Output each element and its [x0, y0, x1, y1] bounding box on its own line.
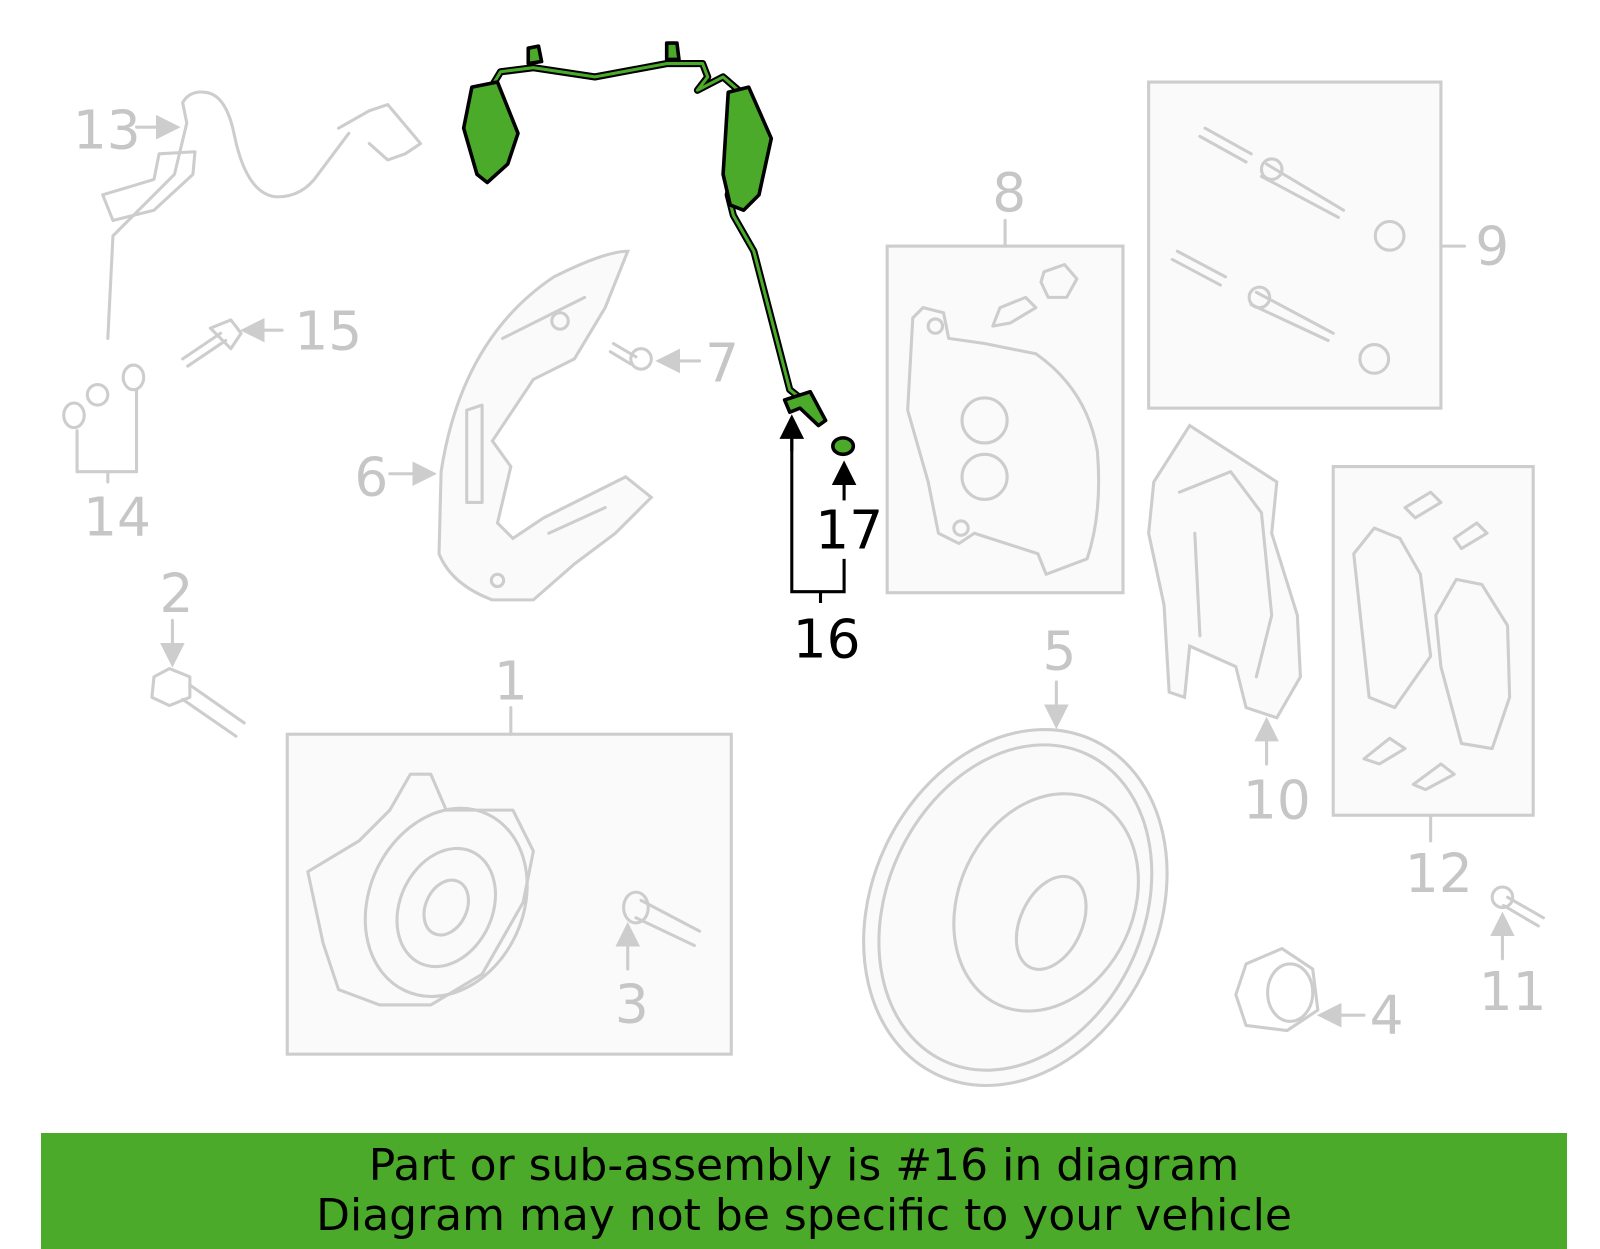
part-15-bolt[interactable] [181, 317, 284, 368]
callout-13: 13 [73, 100, 141, 162]
callout-11: 11 [1479, 961, 1547, 1023]
part-14-washers[interactable] [62, 363, 146, 484]
part-4-hub-nut[interactable] [1234, 947, 1366, 1033]
part-12-brake-pads[interactable] [1331, 465, 1535, 843]
part-3-wheel-stud[interactable] [615, 890, 702, 971]
callout-16: 16 [793, 608, 861, 670]
callout-4: 4 [1370, 985, 1404, 1047]
callout-2: 2 [160, 563, 194, 625]
part-5-brake-rotor[interactable] [807, 680, 1223, 1136]
banner-line-1: Part or sub-assembly is #16 in diagram [368, 1140, 1240, 1191]
callout-15: 15 [294, 301, 362, 363]
part-7-bolt[interactable] [608, 341, 702, 374]
info-banner: Part or sub-assembly is #16 in diagram D… [41, 1133, 1567, 1249]
callout-7: 7 [705, 332, 739, 394]
part-13-brake-hose[interactable] [101, 90, 423, 340]
callout-5: 5 [1042, 621, 1076, 683]
part-2-bolt[interactable] [150, 618, 246, 738]
callout-12: 12 [1405, 843, 1473, 905]
part-11-bolt[interactable] [1490, 885, 1545, 961]
part-10-caliper-bracket[interactable] [1147, 423, 1302, 766]
callout-3: 3 [615, 973, 649, 1035]
callout-8: 8 [992, 162, 1026, 224]
callout-6: 6 [354, 446, 388, 508]
part-16-abs-sensor-harness[interactable] [461, 41, 828, 428]
callout-9: 9 [1475, 216, 1509, 278]
callout-17: 17 [815, 500, 883, 562]
callout-14: 14 [83, 486, 151, 548]
callout-10: 10 [1243, 769, 1311, 831]
part-9-guide-pin-kit[interactable] [1147, 80, 1467, 410]
callout-1: 1 [494, 650, 528, 712]
part-17-seal[interactable] [831, 436, 856, 457]
banner-line-2: Diagram may not be specific to your vehi… [316, 1190, 1292, 1241]
part-8-caliper[interactable] [885, 218, 1125, 595]
part-6-dust-shield[interactable] [388, 249, 654, 602]
callout-16-leader [790, 418, 846, 603]
part-1-hub-bearing[interactable] [285, 706, 733, 1056]
